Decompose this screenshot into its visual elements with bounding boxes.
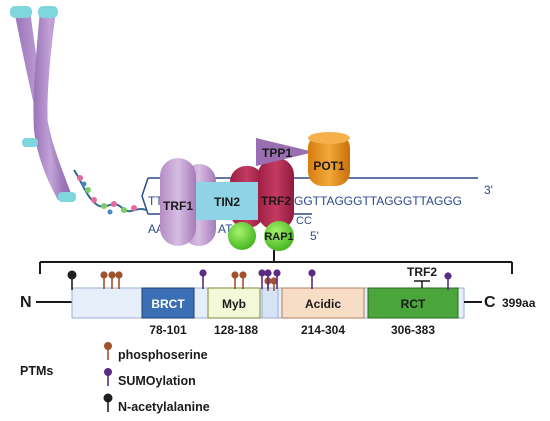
rct-domain-label: RCT	[401, 297, 426, 311]
n-acetylalanine-pin	[67, 270, 77, 290]
dna-bottom-right-text: CC	[296, 215, 312, 227]
ptm-markers	[67, 269, 452, 291]
pot1-label: POT1	[313, 159, 345, 173]
sumoylation-legend-icon	[104, 368, 112, 386]
rap1-label: RAP1	[264, 231, 293, 243]
legend-label-phosphoserine: phosphoserine	[118, 348, 208, 362]
acidic-domain	[281, 287, 365, 319]
zoom-bracket	[39, 250, 513, 274]
legend-label-sumoylation: SUMOylation	[118, 374, 196, 388]
telomere-cap-top-left	[10, 6, 32, 18]
trf2-label: TRF2	[261, 194, 291, 208]
telomere-cap-top-right	[38, 6, 58, 18]
tin2-protein: TIN2	[196, 182, 258, 220]
legend-item-n-acetylalanine: N-acetylalanine	[118, 400, 210, 414]
dna-three-prime-label: 3'	[484, 183, 493, 197]
legend-label-n-acetylalanine: N-acetylalanine	[118, 400, 210, 414]
linker-segment	[261, 287, 279, 319]
phosphoserine-legend-icon	[104, 342, 112, 360]
rct-domain	[367, 287, 459, 319]
legend-item-sumoylation: SUMOylation	[118, 374, 196, 388]
myb-domain	[207, 287, 261, 319]
brct-domain-label: BRCT	[151, 297, 185, 311]
myb-range: 128-188	[214, 323, 258, 337]
brct-domain	[141, 287, 195, 319]
myb-domain-label: Myb	[222, 297, 246, 311]
pot1-protein: POT1	[308, 132, 350, 186]
legend-icons	[103, 342, 113, 412]
rct-range: 306-383	[391, 323, 435, 337]
dna-five-prime-label: 5'	[310, 229, 319, 243]
chromatin-coil	[73, 169, 147, 215]
legend-item-phosphoserine: phosphoserine	[118, 348, 208, 362]
tpp1-protein: TPP1	[256, 138, 314, 166]
phosphoserine-pin	[100, 271, 278, 291]
brct-range: 78-101	[149, 323, 187, 337]
telomere-cap-bottom-left	[22, 138, 38, 147]
dna-top-left-text: TT	[148, 194, 163, 208]
n-terminus-label: N	[20, 294, 32, 311]
n-acetylalanine-legend-icon	[103, 393, 113, 412]
protein-domain-map: N BRCT Myb Acidic RCT C 399aa 78-101 128…	[20, 265, 536, 337]
tin2-label: TIN2	[214, 195, 240, 209]
sumoylation-pin	[199, 269, 452, 290]
telomere-cap-bottom-right	[58, 192, 76, 202]
protein-length-label: 399aa	[502, 296, 536, 310]
tpp1-label: TPP1	[262, 146, 292, 160]
chromosome	[10, 6, 76, 202]
rap1-protein: RAP1	[228, 221, 294, 251]
acidic-domain-label: Acidic	[305, 297, 341, 311]
legend-title: PTMs	[20, 364, 54, 378]
acidic-range: 214-304	[301, 323, 345, 337]
c-terminus-label: C	[484, 294, 496, 311]
trf2-protein: TRF2	[258, 158, 294, 230]
dna-top-strand-sequence: GGTTAGGGTTAGGGTTAGGG	[294, 194, 462, 208]
trf2-binding-label: TRF2	[407, 265, 437, 279]
trf1-label: TRF1	[163, 199, 193, 213]
